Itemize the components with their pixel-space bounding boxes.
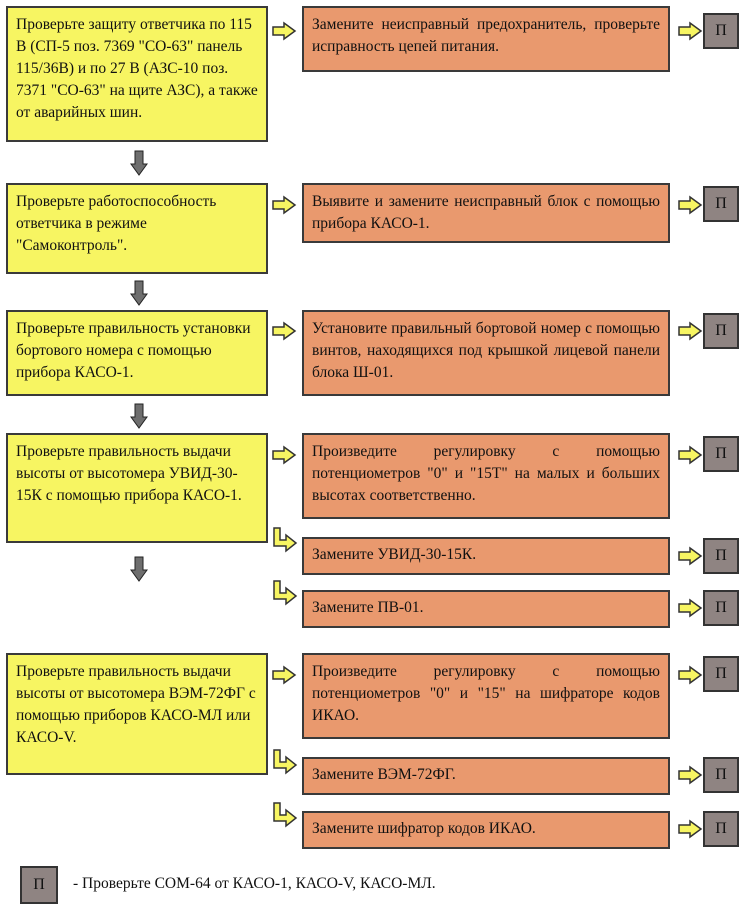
- right-arrow-2: [272, 195, 297, 215]
- check-text-3: Проверьте правильность установки бортово…: [16, 320, 251, 381]
- check-text-4: Проверьте правильность выдачи высоты от …: [16, 443, 242, 504]
- action-box-5-3: Замените шифратор кодов ИКАО.: [302, 811, 670, 849]
- check-box-4: Проверьте правильность выдачи высоты от …: [6, 433, 268, 543]
- right-arrow-p-1: [678, 21, 703, 41]
- action-text-4-2: Замените УВИД-30-15К.: [312, 546, 477, 563]
- right-arrow-p-4-2: [678, 546, 703, 566]
- action-text-5-3: Замените шифратор кодов ИКАО.: [312, 820, 536, 837]
- action-box-3-1: Установите правильный бортовой номер с п…: [302, 310, 670, 396]
- p-box-5-1: П: [703, 656, 739, 692]
- bent-arrow-5-3: [273, 802, 298, 828]
- right-arrow-4: [272, 445, 297, 465]
- action-text-5-1: Произведите регулировку с помощью потенц…: [312, 663, 660, 724]
- action-box-5-1: Произведите регулировку с помощью потенц…: [302, 653, 670, 739]
- right-arrow-p-2: [678, 195, 703, 215]
- bent-arrow-4-2: [273, 527, 298, 553]
- p-box-4-1: П: [703, 436, 739, 472]
- action-text-4-3: Замените ПВ-01.: [312, 599, 424, 616]
- action-box-4-3: Замените ПВ-01.: [302, 590, 670, 628]
- right-arrow-p-5-1: [678, 665, 703, 685]
- down-arrow-4: [130, 556, 148, 582]
- check-box-1: Проверьте защиту ответчика по 115 В (СП-…: [6, 6, 268, 142]
- action-text-3-1: Установите правильный бортовой номер с п…: [312, 320, 660, 381]
- down-arrow-2: [130, 280, 148, 306]
- p-box-3: П: [703, 313, 739, 349]
- action-text-4-1: Произведите регулировку с помощью потенц…: [312, 443, 660, 504]
- p-box-4-3: П: [703, 590, 739, 626]
- action-box-4-2: Замените УВИД-30-15К.: [302, 537, 670, 575]
- right-arrow-1: [272, 21, 297, 41]
- check-box-2: Проверьте работоспособность ответчика в …: [6, 183, 268, 274]
- action-text-5-2: Замените ВЭМ-72ФГ.: [312, 766, 456, 783]
- action-box-4-1: Произведите регулировку с помощью потенц…: [302, 433, 670, 519]
- p-box-5-3: П: [703, 811, 739, 847]
- p-box-2: П: [703, 186, 739, 222]
- p-box-5-2: П: [703, 757, 739, 793]
- bent-arrow-5-2: [273, 749, 298, 775]
- check-text-1: Проверьте защиту ответчика по 115 В (СП-…: [16, 16, 258, 121]
- down-arrow-1: [130, 150, 148, 176]
- legend-text: - Проверьте СОМ-64 от КАСО-1, КАСО-V, КА…: [73, 875, 436, 892]
- check-text-2: Проверьте работоспособность ответчика в …: [16, 193, 217, 254]
- action-text-1-1: Замените неисправный предохранитель, про…: [312, 16, 660, 55]
- check-box-5: Проверьте правильность выдачи высоты от …: [6, 653, 268, 775]
- action-box-1-1: Замените неисправный предохранитель, про…: [302, 6, 670, 72]
- legend-p-box: П: [20, 866, 58, 904]
- check-text-5: Проверьте правильность выдачи высоты от …: [16, 663, 256, 746]
- right-arrow-p-5-3: [678, 819, 703, 839]
- check-box-3: Проверьте правильность установки бортово…: [6, 310, 268, 396]
- right-arrow-p-5-2: [678, 765, 703, 785]
- right-arrow-p-3: [678, 321, 703, 341]
- down-arrow-3: [130, 403, 148, 429]
- action-box-5-2: Замените ВЭМ-72ФГ.: [302, 757, 670, 795]
- right-arrow-3: [272, 321, 297, 341]
- p-box-4-2: П: [703, 538, 739, 574]
- right-arrow-p-4-3: [678, 598, 703, 618]
- right-arrow-5: [272, 665, 297, 685]
- action-box-2-1: Выявите и замените неисправный блок с по…: [302, 183, 670, 243]
- bent-arrow-4-3: [273, 580, 298, 606]
- p-box-1: П: [703, 13, 739, 49]
- right-arrow-p-4-1: [678, 445, 703, 465]
- action-text-2-1: Выявите и замените неисправный блок с по…: [312, 193, 660, 232]
